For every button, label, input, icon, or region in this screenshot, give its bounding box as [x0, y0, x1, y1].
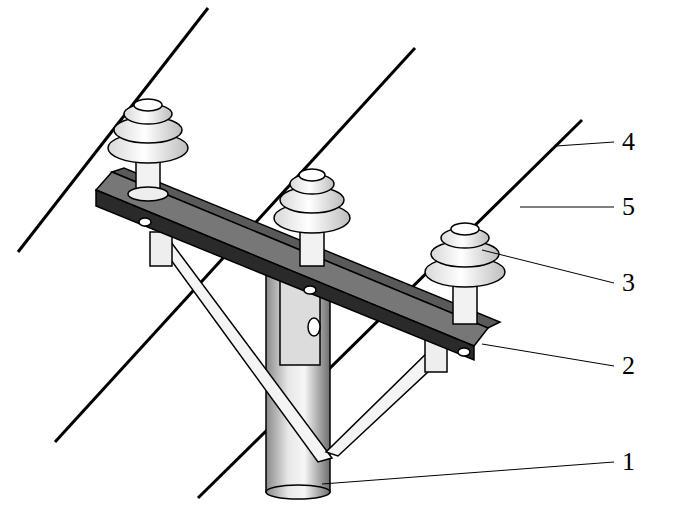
callout-number: 2 [620, 353, 637, 379]
wires [18, 8, 582, 498]
callout-number: 4 [620, 129, 637, 155]
callout-number: 3 [620, 270, 637, 296]
callout-number: 5 [620, 194, 637, 220]
callout-number: 1 [620, 449, 637, 475]
insulators [108, 99, 505, 324]
leader-lines [322, 142, 614, 484]
